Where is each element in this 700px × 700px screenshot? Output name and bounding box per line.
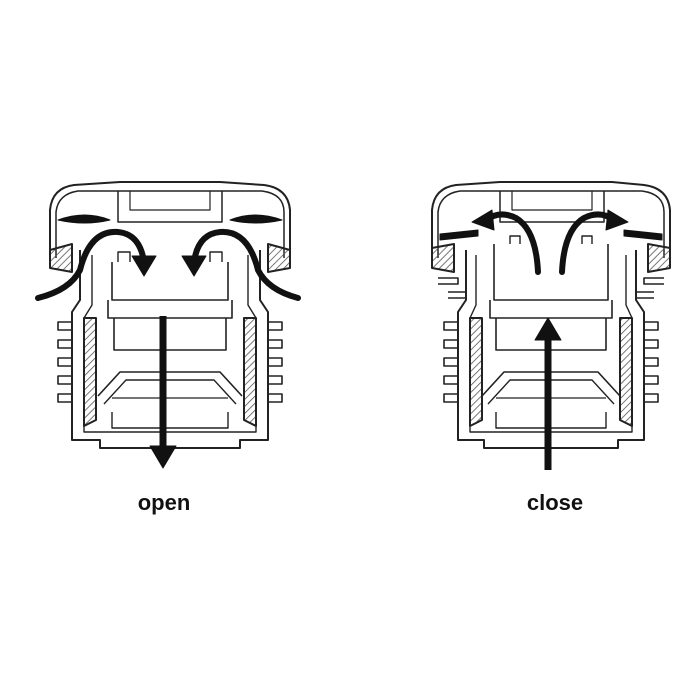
open-valve [35, 181, 301, 469]
open-state-label: open [137, 490, 191, 515]
fins-left [443, 321, 458, 403]
close-valve [431, 181, 671, 470]
fins-right [644, 321, 659, 403]
airflow-arrow-right [191, 228, 301, 301]
airflow-arrow-left [35, 228, 147, 301]
hatched-shoulder-left [431, 243, 455, 273]
fins-left [57, 321, 72, 403]
airflow-arrow-left [483, 211, 541, 275]
fins-right [268, 321, 283, 403]
close-state-label: close [526, 490, 584, 515]
airflow-arrow-right [559, 211, 617, 275]
valve-body [71, 250, 269, 449]
hatched-shoulder-left [49, 243, 73, 273]
hatched-shoulder-right [647, 243, 671, 273]
hatched-shoulder-right [267, 243, 291, 273]
